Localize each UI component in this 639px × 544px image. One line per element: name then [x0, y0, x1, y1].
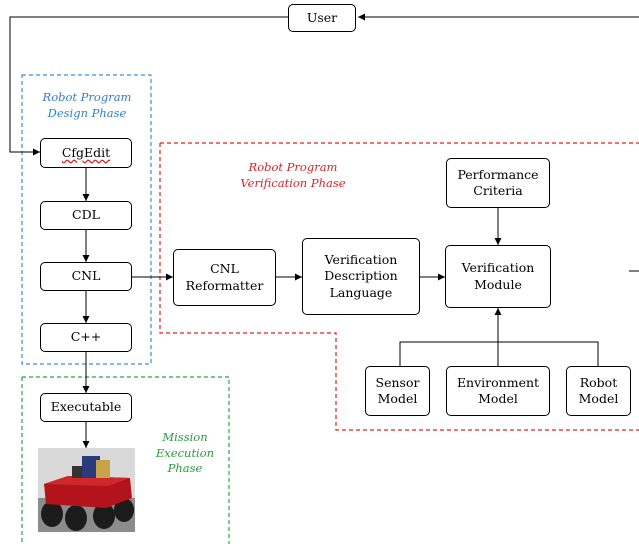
environment-model-node[interactable]: Environment Model — [446, 366, 550, 416]
robot-photo — [38, 448, 135, 532]
verification-phase-border — [159, 142, 639, 431]
cpp-node[interactable]: C++ — [40, 323, 132, 352]
verification-module-node[interactable]: Verification Module — [445, 245, 551, 308]
user-node[interactable]: User — [288, 4, 356, 32]
robot-model-node[interactable]: Robot Model — [566, 366, 631, 416]
mission-phase-label: Mission Execution Phase — [155, 430, 215, 476]
cdl-node[interactable]: CDL — [40, 201, 132, 230]
design-phase-label: Robot Program Design Phase — [42, 90, 132, 120]
vdl-node[interactable]: Verification Description Language — [302, 238, 420, 315]
cnl-node[interactable]: CNL — [40, 262, 132, 291]
design-phase-border — [21, 74, 152, 365]
executable-node[interactable]: Executable — [40, 393, 132, 422]
models-to-verification-arrow — [399, 308, 599, 366]
cfgedit-node[interactable]: CfgEdit — [40, 138, 132, 168]
cfgedit-label: CfgEdit — [61, 144, 111, 160]
user-to-cfgedit-arrow — [9, 16, 288, 156]
cnl-reformatter-node[interactable]: CNL Reformatter — [173, 249, 276, 306]
mission-phase-border — [21, 376, 230, 544]
sensor-model-node[interactable]: Sensor Model — [365, 366, 430, 416]
feedback-line-to-user — [358, 17, 639, 272]
performance-criteria-node[interactable]: Performance Criteria — [446, 158, 550, 208]
verification-phase-label: Robot Program Verification Phase — [240, 160, 346, 190]
